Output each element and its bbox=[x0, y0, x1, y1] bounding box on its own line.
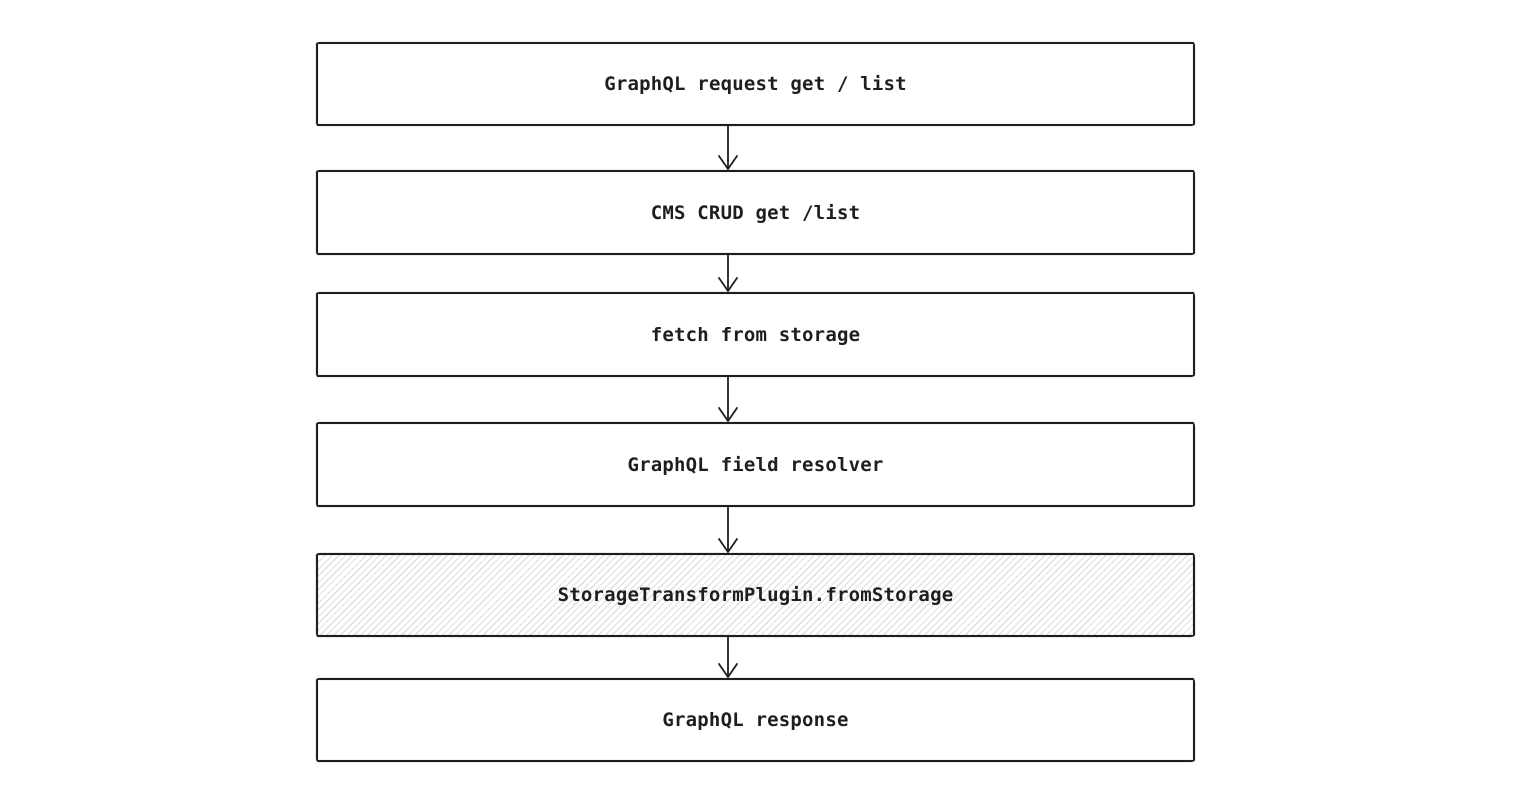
flow-node-field-resolver: GraphQL field resolver bbox=[316, 422, 1195, 507]
flow-node-cms-crud: CMS CRUD get /list bbox=[316, 170, 1195, 255]
arrow-down-icon bbox=[718, 126, 738, 170]
flow-node-label: GraphQL response bbox=[662, 709, 849, 731]
arrow-down-icon bbox=[718, 377, 738, 422]
flow-node-graphql-request: GraphQL request get / list bbox=[316, 42, 1195, 126]
arrow-down-icon bbox=[718, 507, 738, 553]
flow-node-label: CMS CRUD get /list bbox=[650, 201, 861, 224]
flow-node-label: fetch from storage bbox=[650, 323, 861, 346]
arrow-down-icon bbox=[718, 637, 738, 678]
flow-node-fetch-storage: fetch from storage bbox=[316, 292, 1195, 377]
flow-node-label: StorageTransformPlugin.fromStorage bbox=[557, 584, 954, 606]
flow-node-label: GraphQL field resolver bbox=[627, 453, 884, 476]
flow-node-graphql-response: GraphQL response bbox=[316, 678, 1195, 762]
flow-node-storage-transform: StorageTransformPlugin.fromStorage bbox=[316, 553, 1195, 637]
arrow-down-icon bbox=[718, 255, 738, 292]
flow-node-label: GraphQL request get / list bbox=[604, 73, 907, 95]
